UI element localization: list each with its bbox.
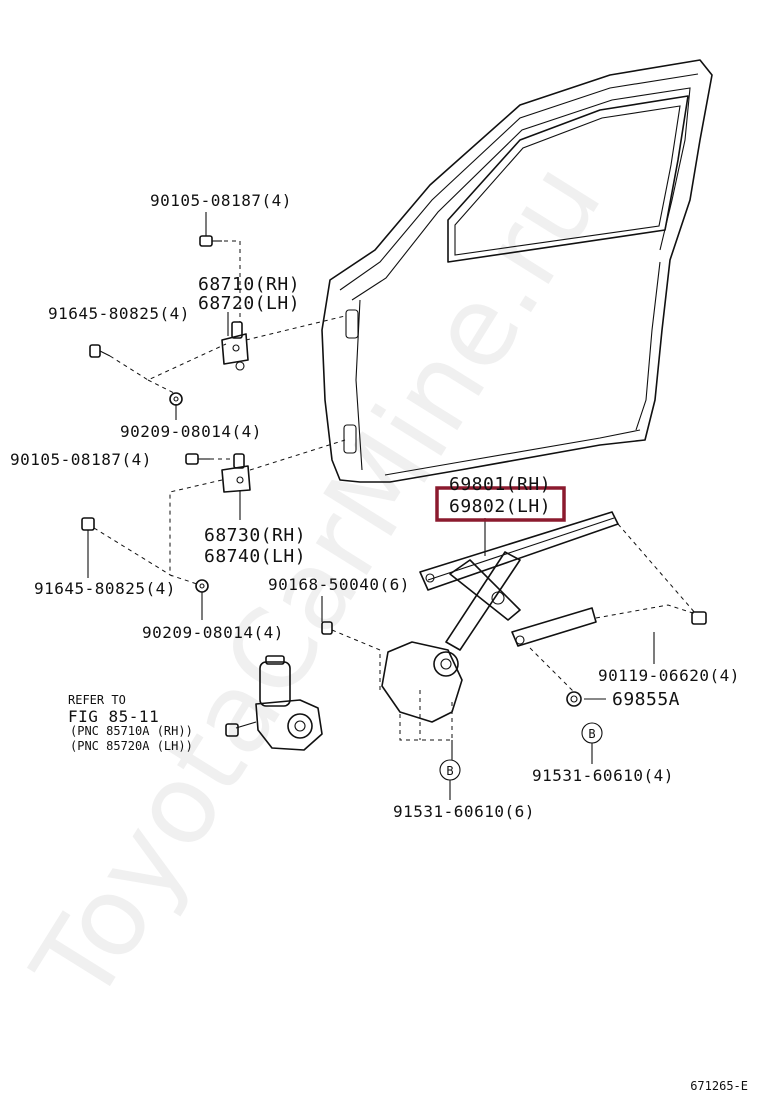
b-marker-right: B [581, 722, 603, 744]
refer-line-2: FIG 85-11 [68, 707, 159, 726]
label-bolt-mid: 90105-08187(4) [10, 450, 152, 469]
label-nut-lower: 90209-08014(4) [142, 623, 284, 642]
label-69855a: 69855A [612, 689, 680, 710]
highlight-box [435, 486, 566, 522]
refer-line-1: REFER TO [68, 693, 126, 707]
label-bolt-b-bottom: 91531-60610(6) [393, 802, 535, 821]
label-nut-upper: 90209-08014(4) [120, 422, 262, 441]
bushing-69855a [566, 691, 582, 707]
refer-line-4: (PNC 85720A (LH)) [70, 739, 193, 753]
refer-line-3: (PNC 85710A (RH)) [70, 724, 193, 738]
front-door-shell [321, 59, 713, 483]
label-hinge-lower-rh: 68730(RH) [204, 525, 306, 546]
label-bolt-upper-left: 91645-80825(4) [48, 304, 190, 323]
nut-90209-lower [195, 579, 209, 593]
screw-90168 [321, 621, 333, 635]
b-marker-bottom: B [439, 759, 461, 781]
label-hinge-lower-lh: 68740(LH) [204, 546, 306, 567]
bolt-91645-upper [89, 344, 111, 358]
upper-hinge [221, 321, 249, 371]
label-hinge-upper-rh: 68710(RH) [198, 274, 300, 295]
bolt-90105-mid [185, 453, 210, 465]
diagram-code: 671265-E [690, 1079, 748, 1093]
label-screw-regulator: 90168-50040(6) [268, 575, 410, 594]
svg-text:B: B [446, 764, 453, 778]
label-hinge-upper-lh: 68720(LH) [198, 293, 300, 314]
lower-hinge [221, 453, 251, 493]
svg-text:B: B [588, 727, 595, 741]
nut-90209-upper [169, 392, 183, 406]
label-bolt-right: 90119-06620(4) [598, 666, 740, 685]
label-regulator-rh: 69801(RH) [449, 474, 551, 495]
label-bolt-b-right: 91531-60610(4) [532, 766, 674, 785]
leader-lines [87, 212, 655, 800]
label-bolt-top: 90105-08187(4) [150, 191, 292, 210]
label-bolt-lower-left: 91645-80825(4) [34, 579, 176, 598]
label-regulator-lh: 69802(LH) [449, 496, 551, 517]
bolt-90119 [691, 611, 707, 625]
bolt-91645-lower [81, 517, 95, 540]
window-motor [225, 655, 323, 751]
window-regulator [381, 511, 619, 723]
